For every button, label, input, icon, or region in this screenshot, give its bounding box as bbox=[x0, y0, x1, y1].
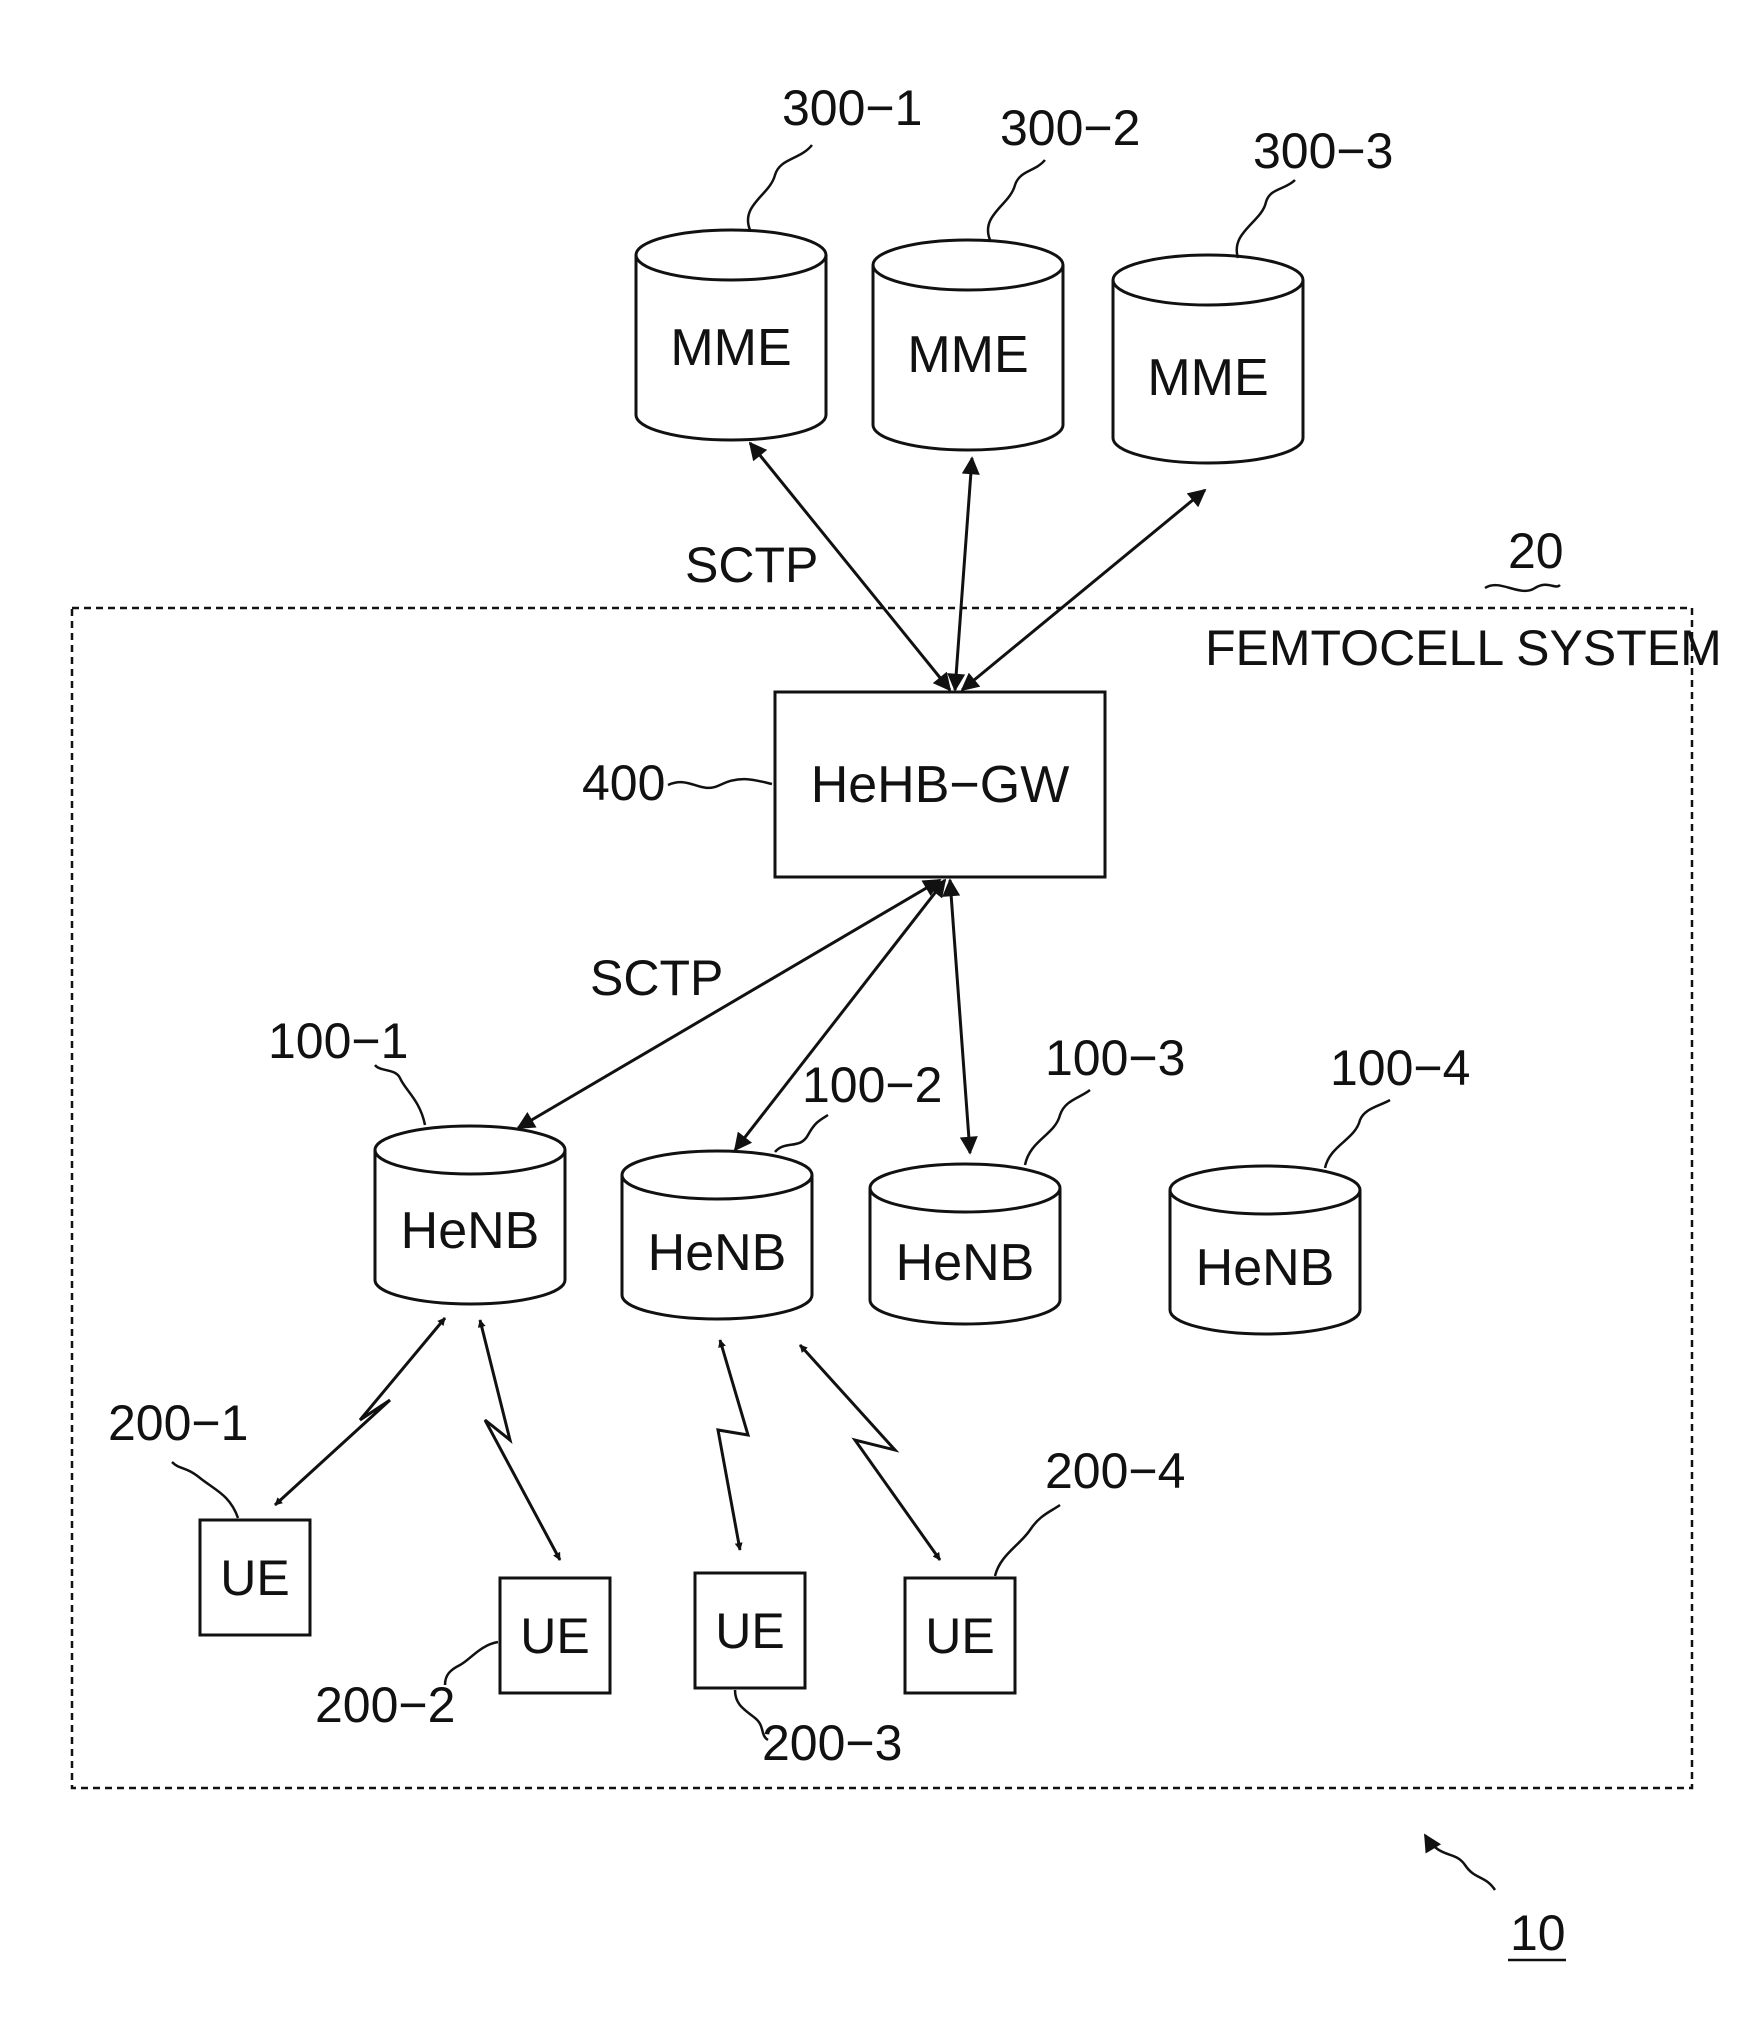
ue-200-4-ref: 200−4 bbox=[1045, 1443, 1185, 1499]
sctp-label-lower: SCTP bbox=[590, 950, 723, 1006]
henb-100-4-ref: 100−4 bbox=[1330, 1040, 1470, 1096]
ue-200-1-ref: 200−1 bbox=[108, 1395, 248, 1451]
ue-200-4-label: UE bbox=[925, 1608, 994, 1664]
henb-100-2-ref: 100−2 bbox=[802, 1057, 942, 1113]
sctp-label-upper: SCTP bbox=[685, 537, 818, 593]
mme-300-1: MME bbox=[636, 230, 826, 440]
gateway-label: HeHB−GW bbox=[811, 756, 1070, 814]
henb-100-4-label: HeNB bbox=[1196, 1239, 1335, 1297]
figure-ref: 10 bbox=[1510, 1905, 1566, 1961]
femtocell-system-label: FEMTOCELL SYSTEM bbox=[1205, 620, 1722, 676]
link-gateway-henb3 bbox=[950, 880, 970, 1153]
ue-200-2-label: UE bbox=[520, 1608, 589, 1664]
henb-100-2-leader bbox=[775, 1115, 828, 1152]
henb-100-3-label: HeNB bbox=[896, 1234, 1035, 1292]
link-mme2-gateway bbox=[955, 458, 972, 690]
mme-300-2-leader bbox=[988, 160, 1045, 240]
link-mme3-gateway bbox=[962, 490, 1205, 690]
mme-300-3-label: MME bbox=[1147, 349, 1268, 407]
henb-100-3-ref: 100−3 bbox=[1045, 1030, 1185, 1086]
mme-300-1-label: MME bbox=[670, 319, 791, 377]
ue-200-1-label: UE bbox=[220, 1550, 289, 1606]
henb-100-3-leader bbox=[1025, 1090, 1090, 1165]
ue-200-3-label: UE bbox=[715, 1603, 784, 1659]
radio-link-henb1-ue2 bbox=[480, 1320, 560, 1560]
gateway-ref-leader bbox=[668, 779, 772, 788]
henb-100-1-label: HeNB bbox=[401, 1202, 540, 1260]
femtocell-system-ref: 20 bbox=[1508, 523, 1564, 579]
mme-300-2-label: MME bbox=[907, 326, 1028, 384]
henb-100-1-leader bbox=[375, 1065, 425, 1125]
mme-300-3-leader bbox=[1237, 180, 1295, 258]
ue-200-2-ref: 200−2 bbox=[315, 1677, 455, 1733]
mme-300-1-leader bbox=[748, 145, 812, 230]
henb-100-2: HeNB bbox=[622, 1151, 812, 1319]
mme-300-3-ref: 300−3 bbox=[1253, 123, 1393, 179]
henb-100-4-leader bbox=[1325, 1100, 1390, 1168]
henb-100-3: HeNB bbox=[870, 1164, 1060, 1324]
mme-300-3: MME bbox=[1113, 255, 1303, 463]
radio-link-henb2-ue4 bbox=[800, 1345, 940, 1560]
radio-link-henb1-ue1 bbox=[275, 1318, 445, 1505]
henb-100-1: HeNB bbox=[375, 1126, 565, 1304]
mme-300-2-ref: 300−2 bbox=[1000, 100, 1140, 156]
ue-200-4-leader bbox=[995, 1505, 1060, 1576]
gateway-ref: 400 bbox=[582, 755, 665, 811]
ue-200-3-ref: 200−3 bbox=[762, 1715, 902, 1771]
figure-ref-leader bbox=[1425, 1835, 1495, 1890]
mme-300-2: MME bbox=[873, 240, 1063, 450]
ue-200-1-leader bbox=[172, 1462, 238, 1518]
radio-link-henb2-ue3 bbox=[718, 1340, 748, 1550]
mme-300-1-ref: 300−1 bbox=[782, 80, 922, 136]
femtocell-system-ref-leader bbox=[1485, 585, 1560, 591]
henb-100-1-ref: 100−1 bbox=[268, 1013, 408, 1069]
henb-100-4: HeNB bbox=[1170, 1166, 1360, 1334]
henb-100-2-label: HeNB bbox=[648, 1224, 787, 1282]
